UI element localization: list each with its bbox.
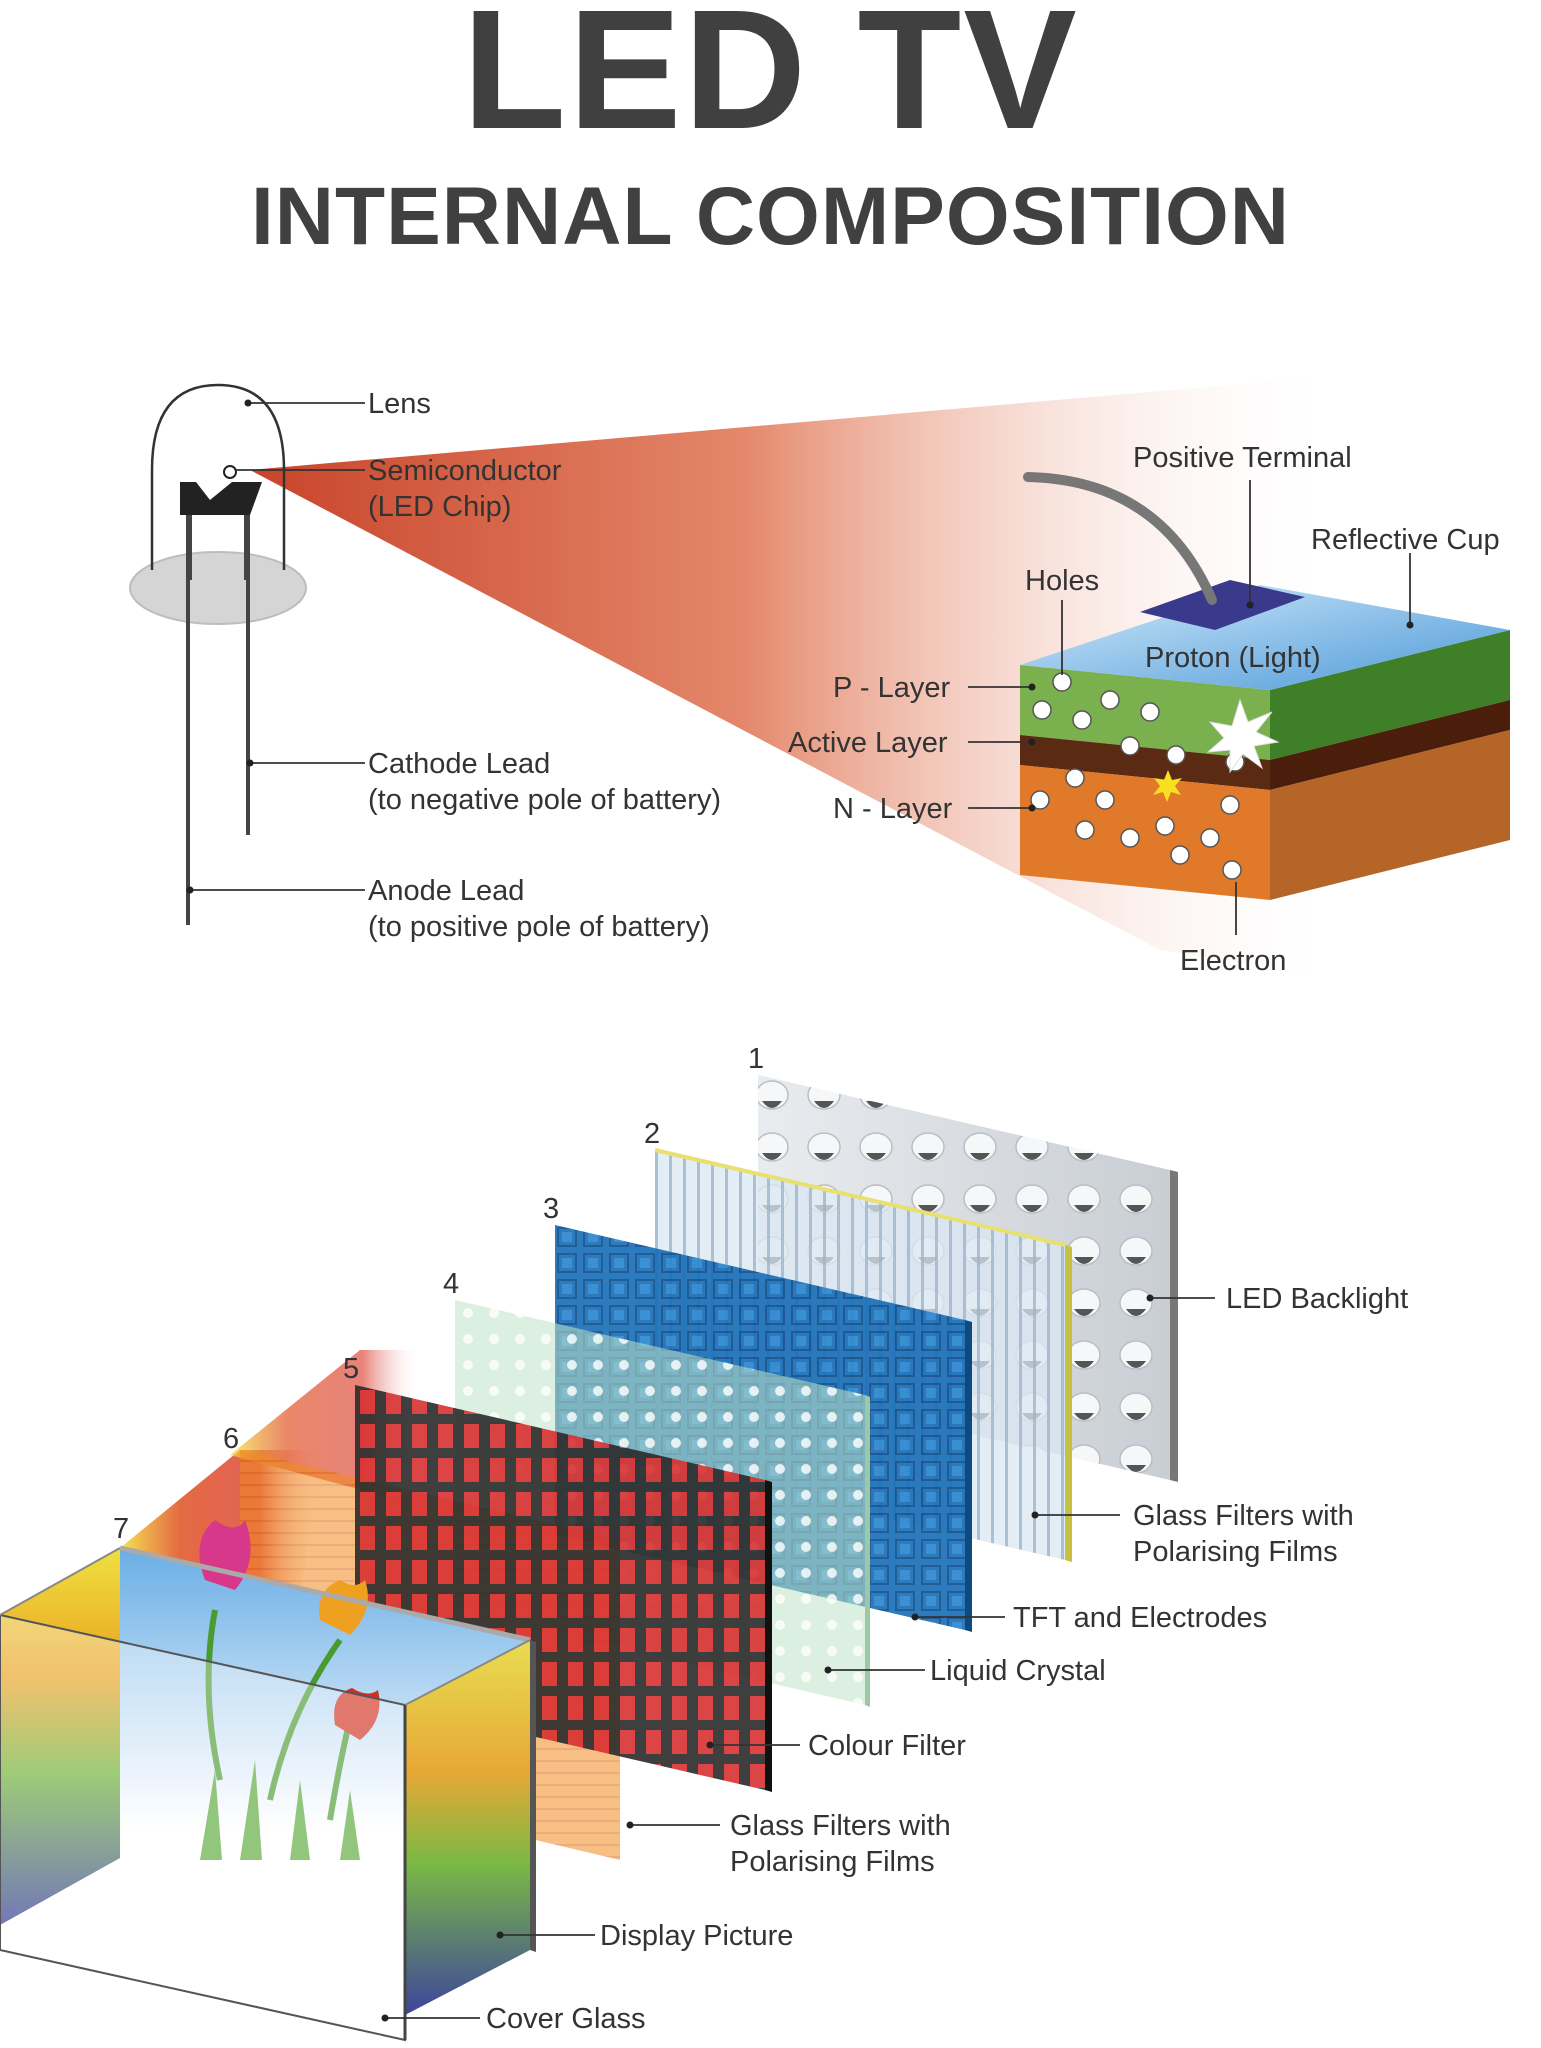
- layer-number-1: 1: [748, 1043, 764, 1075]
- reflective-cup-label: Reflective Cup: [1311, 524, 1500, 556]
- electrons-group: [1030, 768, 1242, 880]
- page-subtitle: INTERNAL COMPOSITION: [251, 171, 1290, 262]
- layer-number-4: 4: [443, 1268, 459, 1300]
- glass-filter-bottom-sublabel: Polarising Films: [730, 1846, 935, 1878]
- glass-filter-top-sublabel: Polarising Films: [1133, 1536, 1338, 1568]
- p-layer-label: P - Layer: [833, 672, 950, 704]
- glass-filter-bottom-dot: [626, 1821, 634, 1829]
- colour-filter-dot: [706, 1741, 714, 1749]
- cathode-leader-dot: [246, 759, 254, 767]
- n-layer-front: [1020, 765, 1270, 900]
- proton-label: Proton (Light): [1145, 642, 1321, 674]
- layer-4-edge: [865, 1395, 870, 1707]
- n-layer-dot: [1028, 804, 1036, 812]
- photon-burst: [1206, 698, 1280, 774]
- led-lens-dome: [150, 383, 286, 570]
- p-layer-side: [1270, 630, 1510, 760]
- holes-label: Holes: [1025, 565, 1099, 597]
- positive-terminal-label: Positive Terminal: [1133, 442, 1352, 474]
- active-layer-side: [1270, 700, 1510, 790]
- terminal-wire: [1023, 472, 1217, 605]
- active-layer-label: Active Layer: [788, 727, 948, 759]
- layer-1-edge: [1170, 1170, 1178, 1482]
- liquid-crystal-dot: [824, 1666, 832, 1674]
- cover-glass-dot: [381, 2014, 389, 2022]
- cover-glass-label: Cover Glass: [486, 2003, 646, 2035]
- anode-sublabel: (to positive pole of battery): [368, 911, 710, 943]
- chip-block: Positive Terminal Reflective Cup Holes P…: [788, 442, 1510, 977]
- anode-leader-dot: [186, 886, 194, 894]
- active-layer-front: [1020, 735, 1270, 790]
- semiconductor-dot: [223, 465, 237, 479]
- led-chip: [180, 482, 262, 515]
- lens-leader-dot: [244, 399, 252, 407]
- colour-filter-label: Colour Filter: [808, 1730, 966, 1762]
- layer-number-2: 2: [644, 1118, 660, 1150]
- p-layer-dot: [1028, 683, 1036, 691]
- glass-filter-bottom-label: Glass Filters with: [730, 1810, 951, 1842]
- cathode-label: Cathode Lead: [368, 748, 550, 780]
- cover-glass-top-edge: [119, 1545, 531, 1643]
- tft-dot: [911, 1613, 919, 1621]
- led-chip-highlight: [196, 482, 232, 500]
- page-title: LED TV: [462, 0, 1079, 165]
- layer-number-6: 6: [223, 1423, 239, 1455]
- semiconductor-label: Semiconductor: [368, 455, 562, 487]
- led-backlight-dot: [1146, 1294, 1154, 1302]
- led-backlight-label: LED Backlight: [1226, 1283, 1408, 1315]
- reflective-cup-top: [1020, 585, 1510, 690]
- layers-diagram: 1 2 3 4 5 6 7 LED Backlight Glass Filter…: [0, 1043, 1408, 2042]
- lens-label: Lens: [368, 388, 431, 420]
- layer-2-top-edge: [654, 1148, 1066, 1247]
- cover-glass-right-side: [405, 1640, 530, 2015]
- reflective-cup-dot: [1406, 621, 1414, 629]
- cover-glass-left-side: [0, 1548, 120, 1925]
- positive-terminal-dot: [1246, 601, 1254, 609]
- cover-glass-top-left: [0, 1547, 121, 1616]
- layer-5-edge: [765, 1480, 772, 1792]
- semiconductor-sublabel: (LED Chip): [368, 491, 511, 523]
- positive-terminal-pad: [1140, 580, 1305, 630]
- layer-2-edge: [1065, 1245, 1072, 1562]
- layer-3-edge: [965, 1320, 972, 1632]
- layer-number-3: 3: [543, 1193, 559, 1225]
- display-picture-dot: [496, 1931, 504, 1939]
- liquid-crystal-label: Liquid Crystal: [930, 1655, 1106, 1687]
- n-layer-label: N - Layer: [833, 793, 953, 825]
- display-picture-label: Display Picture: [600, 1920, 793, 1952]
- glass-filter-top-dot: [1031, 1511, 1039, 1519]
- layer-number-5: 5: [343, 1353, 359, 1385]
- active-layer-dot: [1028, 738, 1036, 746]
- led-base: [129, 551, 307, 625]
- layer-number-7: 7: [113, 1513, 129, 1545]
- glass-filter-top-label: Glass Filters with: [1133, 1500, 1354, 1532]
- anode-label: Anode Lead: [368, 875, 524, 907]
- n-layer-side: [1270, 730, 1510, 900]
- cover-glass-top-right: [404, 1639, 531, 1706]
- cathode-sublabel: (to negative pole of battery): [368, 784, 721, 816]
- tft-label: TFT and Electrodes: [1013, 1602, 1267, 1634]
- electron-label: Electron: [1180, 945, 1286, 977]
- layer-7-edge: [530, 1640, 536, 1952]
- recombination-spark: [1153, 770, 1182, 802]
